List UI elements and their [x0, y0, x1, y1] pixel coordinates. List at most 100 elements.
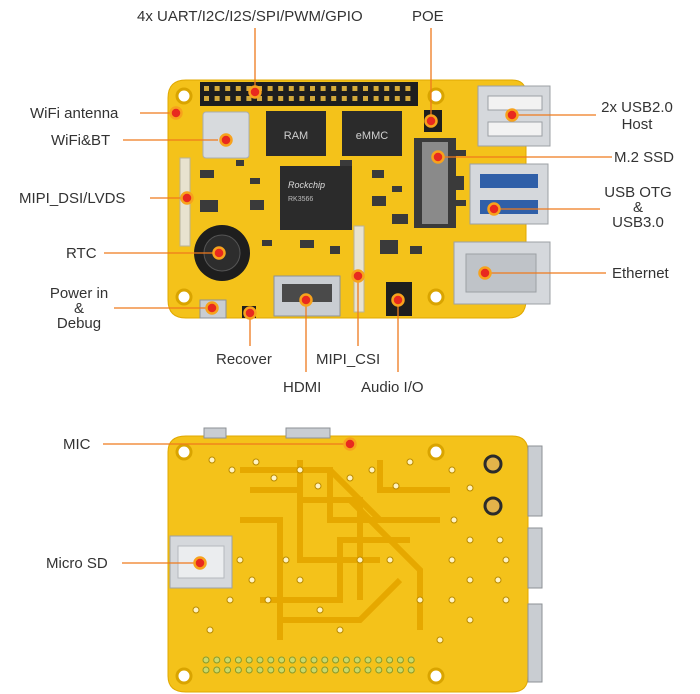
via: [296, 466, 304, 474]
label-wifi-bt: WiFi&BT: [51, 132, 111, 149]
gpio-pin: [394, 86, 400, 91]
gpio-pin: [204, 86, 209, 91]
pcb-trace: [347, 497, 423, 630]
gpio-pin: [310, 96, 315, 101]
header-pad: [353, 666, 361, 674]
gpio-pin: [246, 86, 252, 91]
via: [346, 474, 354, 482]
gold-pad: [483, 496, 503, 516]
gpio-pin: [235, 96, 241, 101]
label-audio: Audio I/O: [361, 379, 424, 396]
gpio-pin: [246, 96, 252, 101]
smd-component: [262, 240, 272, 246]
pcb-trace: [377, 460, 450, 493]
back-top-port: [285, 427, 331, 439]
mipi-csi-marker: [351, 269, 365, 283]
usb-otg-marker: [487, 202, 501, 216]
label-usb2: 2x USB2.0 Host: [598, 99, 676, 133]
via: [466, 484, 474, 492]
via: [386, 556, 394, 564]
gpio-pin: [225, 96, 231, 101]
top-board: RAM eMMC Rockchip RK3566: [167, 79, 551, 319]
via: [502, 596, 510, 604]
label-poe: POE: [412, 8, 444, 25]
header-pad: [332, 666, 340, 674]
label-hdmi: HDMI: [283, 379, 322, 396]
via: [448, 466, 456, 474]
usb3-port: [469, 163, 549, 225]
usb2-slot-2: [487, 121, 543, 137]
usb2-marker: [505, 108, 519, 122]
smd-component: [456, 200, 466, 206]
header-pad: [310, 666, 318, 674]
gpio-pin: [405, 96, 411, 101]
micro-sd-marker: [193, 556, 207, 570]
header-pad: [364, 656, 372, 664]
header-pad: [288, 656, 296, 664]
smd-component: [236, 160, 244, 166]
via: [248, 576, 256, 584]
smd-component: [392, 186, 402, 192]
via: [448, 596, 456, 604]
emmc-chip: [342, 111, 402, 156]
header-pad: [267, 666, 275, 674]
pcb-trace: [260, 537, 410, 603]
bottom-board: [167, 427, 543, 693]
gpio-pin: [204, 96, 209, 101]
via: [314, 482, 322, 490]
via: [436, 636, 444, 644]
gpio-pin: [267, 86, 273, 91]
smd-component: [392, 214, 408, 224]
smd-component: [456, 150, 466, 156]
emmc-text: eMMC: [356, 130, 388, 142]
header-pad: [299, 656, 307, 664]
top-small-components: [200, 150, 466, 254]
gpio-pin: [331, 86, 337, 91]
via: [208, 456, 216, 464]
header-pad: [202, 656, 210, 664]
label-usb2-line2: Host: [621, 116, 653, 133]
pcb-trace: [240, 467, 420, 523]
mount-hole: [427, 667, 445, 685]
gpio-pin: [225, 86, 231, 91]
pcb-trace: [280, 577, 403, 623]
rtc-marker: [212, 246, 226, 260]
via: [192, 606, 200, 614]
soc-chip: [280, 166, 352, 230]
gpio-pin: [341, 86, 347, 91]
gpio-pin: [373, 96, 379, 101]
csi-connector: [353, 225, 365, 313]
label-usb-otg-line3: USB3.0: [612, 214, 664, 231]
gpio-pin: [363, 86, 368, 91]
label-usb2-line1: 2x USB2.0: [601, 99, 673, 116]
gpio-pin: [373, 86, 379, 91]
via: [448, 556, 456, 564]
via: [406, 458, 414, 466]
label-recover: Recover: [216, 351, 272, 368]
back-eth-edge: [527, 603, 543, 683]
smd-component: [410, 246, 422, 254]
header-pad: [267, 656, 275, 664]
label-power-line1: Power in: [49, 285, 109, 302]
via: [502, 556, 510, 564]
mipi-dsi-marker: [180, 191, 194, 205]
back-usb-edge: [527, 445, 543, 517]
smd-component: [372, 196, 386, 206]
soc-model-text: RK3566: [288, 196, 313, 203]
usb3-slot-1: [480, 174, 538, 188]
back-usb3-edge: [527, 527, 543, 589]
via: [252, 458, 260, 466]
back-top-port-2: [203, 427, 227, 439]
header-pad: [213, 666, 221, 674]
soc-brand-text: Rockchip: [288, 180, 325, 190]
gpio-pin: [384, 86, 390, 91]
hdmi-port-inner: [282, 284, 332, 302]
via: [228, 466, 236, 474]
via: [466, 536, 474, 544]
header-pad: [299, 666, 307, 674]
pcb-trace: [240, 517, 283, 640]
label-usb-otg-line2: &: [632, 199, 643, 216]
mic-marker: [343, 437, 357, 451]
